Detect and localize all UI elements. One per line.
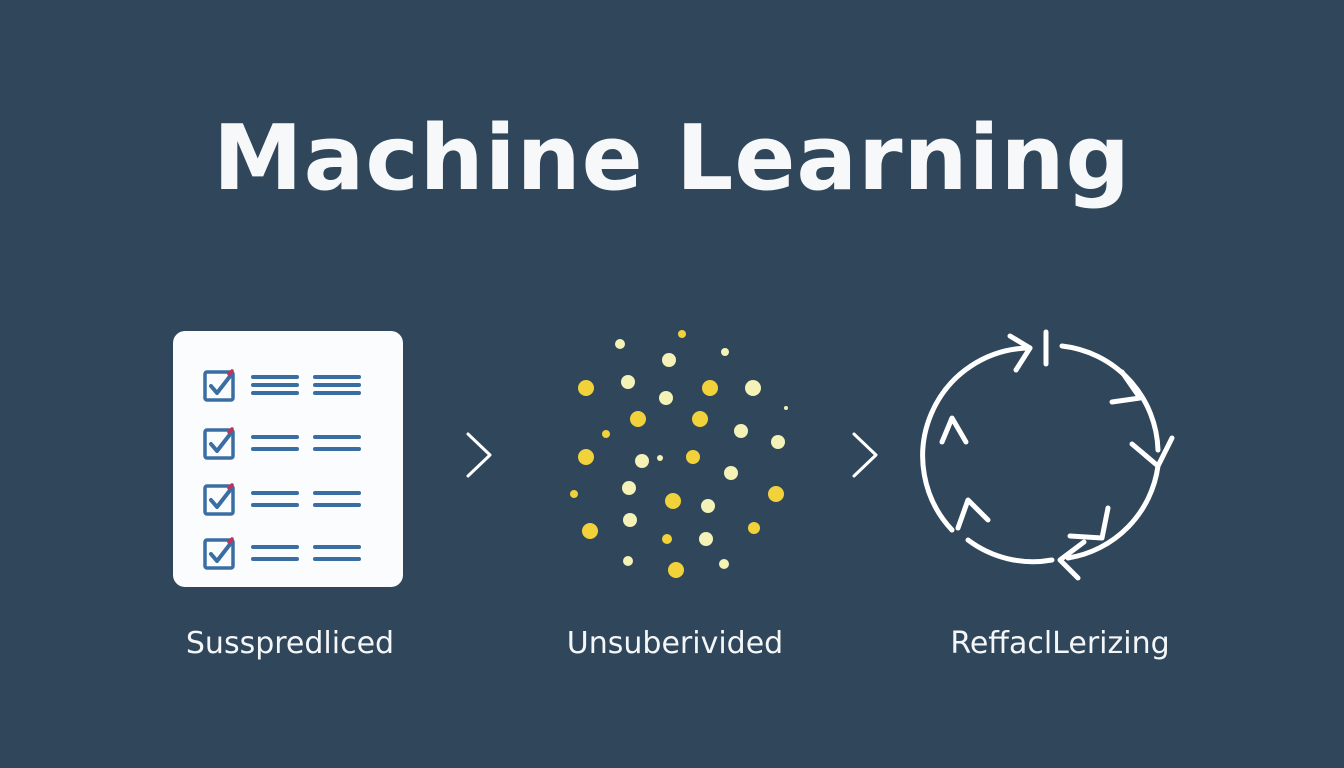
text-line: [251, 545, 299, 549]
chevron-right-icon: [466, 432, 492, 478]
diagram-title: Machine Learning: [213, 106, 1131, 211]
text-line: [313, 391, 361, 395]
checklist-row: [203, 537, 363, 571]
text-line: [251, 383, 299, 387]
checklist-row: [203, 427, 363, 461]
chevron-right-icon: [852, 432, 878, 478]
stage-label-unsupervised: Unsuberivided: [566, 626, 784, 661]
text-line: [251, 503, 299, 507]
text-line: [251, 375, 299, 379]
checkbox-checked-icon: [203, 427, 235, 460]
checkbox-checked-icon: [203, 537, 235, 570]
text-line: [313, 383, 361, 387]
text-line: [251, 435, 299, 439]
checklist-row: [203, 483, 363, 517]
checklist-card: [173, 331, 403, 587]
text-line: [313, 375, 361, 379]
checklist-row: [203, 369, 363, 403]
scatter-dots-icon: [570, 330, 788, 578]
text-line: [313, 491, 361, 495]
text-line: [313, 447, 361, 451]
stage-label-reinforcement: ReffaclLerizing: [950, 626, 1170, 661]
text-line: [313, 435, 361, 439]
text-line: [313, 557, 361, 561]
text-line: [251, 557, 299, 561]
text-line: [251, 491, 299, 495]
checkbox-checked-icon: [203, 369, 235, 402]
text-line: [313, 545, 361, 549]
checkbox-checked-icon: [203, 483, 235, 516]
stage-label-supervised: Susspredliced: [185, 626, 395, 661]
text-line: [313, 503, 361, 507]
cycle-arrows-icon: [920, 329, 1175, 581]
text-line: [251, 447, 299, 451]
text-line: [251, 391, 299, 395]
